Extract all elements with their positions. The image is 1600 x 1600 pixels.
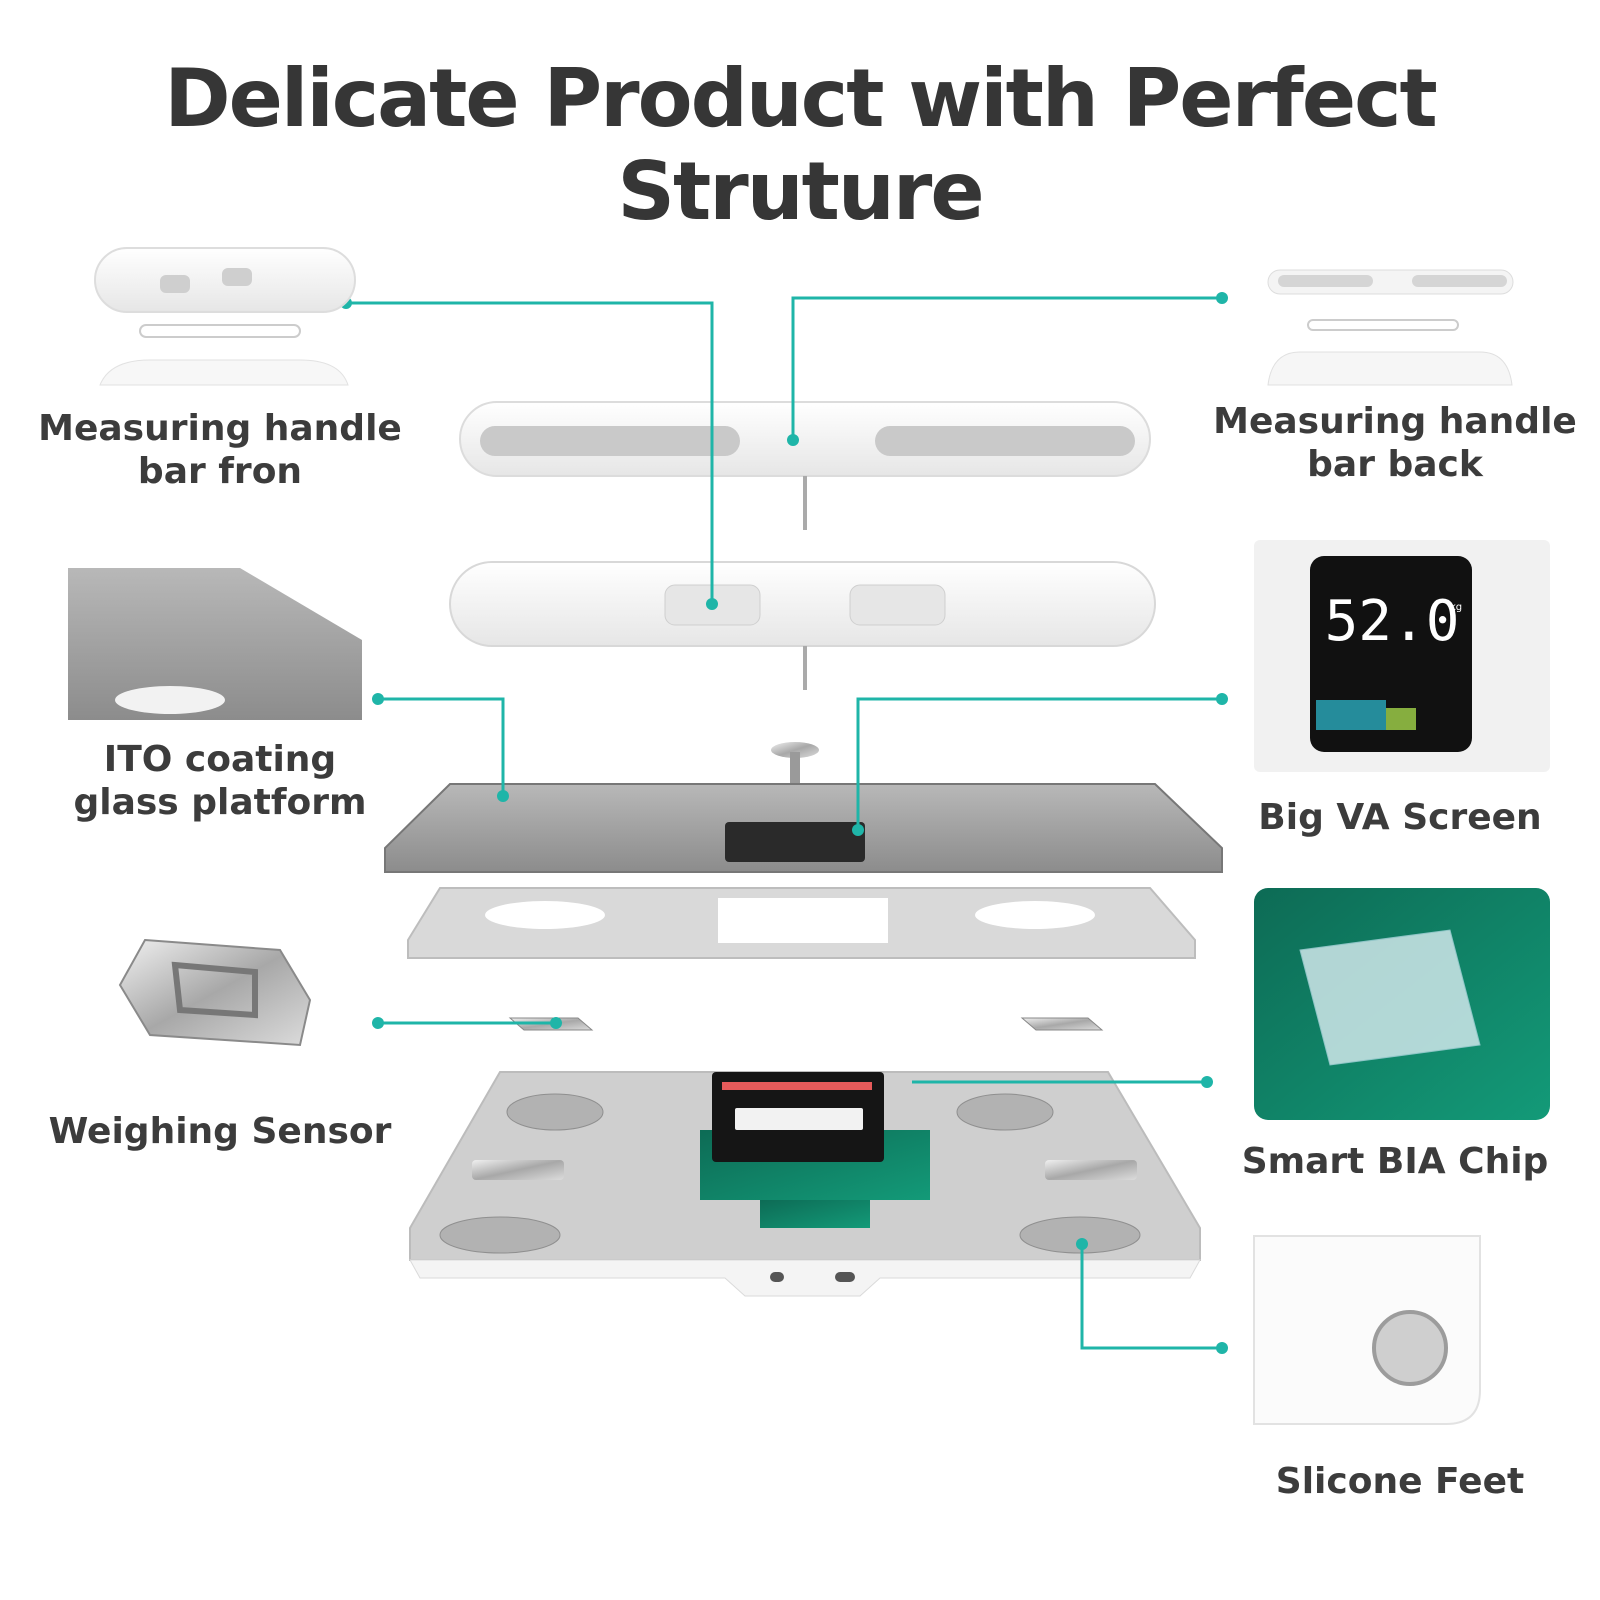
thumb-va-screen: 52.0 kg <box>1254 540 1550 772</box>
sensor-pads <box>508 1017 1104 1031</box>
label-bia-chip: Smart BIA Chip <box>1241 1141 1549 1182</box>
label-handle-front: Measuring handle bar fron <box>38 408 402 492</box>
thumb-glass-platform <box>68 568 362 720</box>
thumb-handle-front <box>94 247 356 386</box>
electrode-stem <box>771 742 819 792</box>
screen-weight: 52.0 <box>1325 589 1460 654</box>
scale-base <box>409 1071 1201 1297</box>
label-silicone-feet: Slicone Feet <box>1275 1461 1525 1502</box>
label-glass-platform: ITO coating glass platform <box>73 739 367 823</box>
handle-bar-back <box>459 401 1151 530</box>
label-va-screen: Big VA Screen <box>1258 797 1542 838</box>
thumb-bia-chip <box>1254 888 1550 1120</box>
handle-bar-front <box>449 561 1156 690</box>
leader-lines <box>346 296 1222 1350</box>
glass-platform <box>384 783 1223 873</box>
thumb-handle-back <box>1267 269 1514 386</box>
screen-unit: kg <box>1450 602 1462 613</box>
inner-frame <box>407 887 1196 959</box>
label-handle-back: Measuring handle bar back <box>1213 401 1577 485</box>
thumb-weighing-sensor <box>118 938 312 1047</box>
thumb-silicone-feet <box>1253 1235 1481 1425</box>
label-weighing-sensor: Weighing Sensor <box>48 1111 392 1152</box>
page-title: Delicate Product with Perfect Struture <box>164 52 1438 238</box>
